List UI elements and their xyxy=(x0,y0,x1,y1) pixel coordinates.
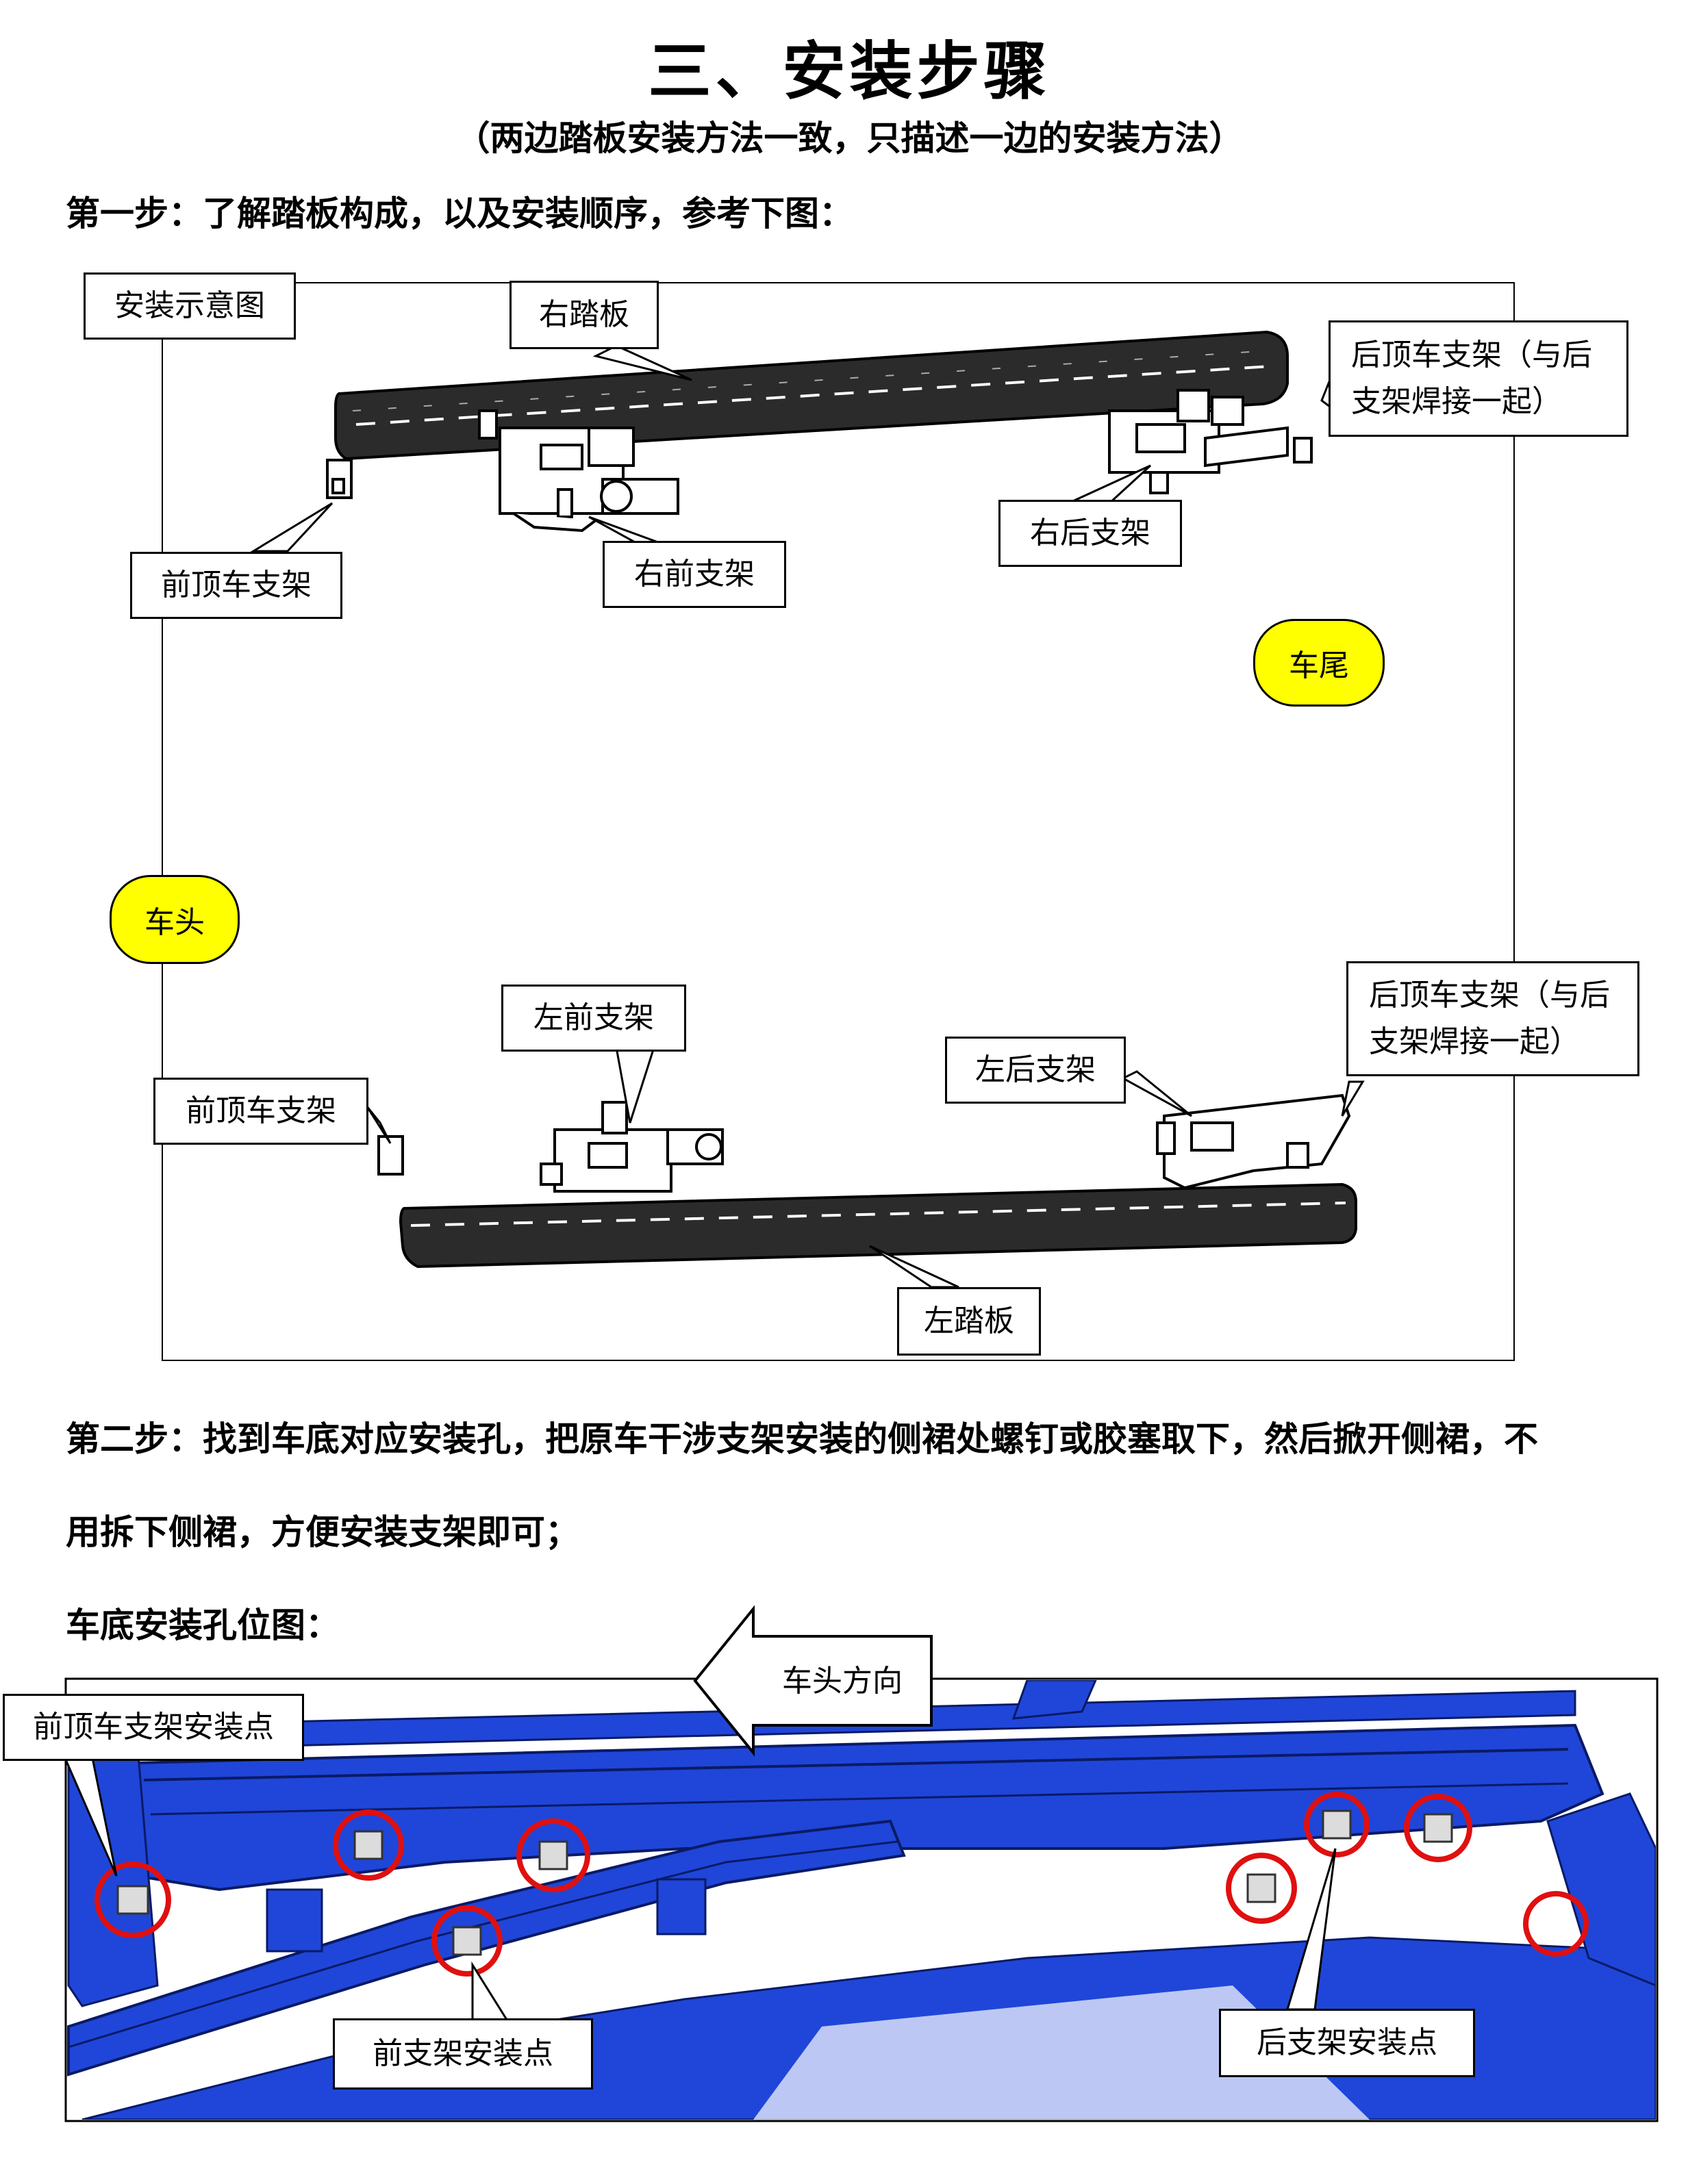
right-front-roof-bracket-shape xyxy=(326,459,353,499)
label-rear-roof-bracket-right: 后顶车支架（与后 支架焊接一起） xyxy=(1329,320,1628,437)
page-title: 三、安装步骤 xyxy=(648,35,1051,108)
label-left-board: 左踏板 xyxy=(897,1287,1041,1356)
direction-label: 车头方向 xyxy=(782,1663,903,1699)
step1-text: 第一步：了解踏板构成，以及安装顺序，参考下图： xyxy=(66,194,853,233)
label-left-rear-bracket: 左后支架 xyxy=(945,1037,1126,1104)
mount-markers xyxy=(95,1792,1589,1977)
label-front-roof-bracket-left: 前顶车支架 xyxy=(153,1078,368,1145)
label-line: 支架焊接一起） xyxy=(1351,384,1562,419)
label-right-board: 右踏板 xyxy=(509,281,659,349)
page-subtitle: （两边踏板安装方法一致，只描述一边的安装方法） xyxy=(455,118,1244,158)
label-line: 后顶车支架（与后 xyxy=(1369,977,1610,1013)
label-front: 车头 xyxy=(110,875,240,964)
direction-arrow-icon xyxy=(693,1605,933,1757)
right-front-bracket-shape xyxy=(478,409,679,533)
label-front-roof-bracket-right: 前顶车支架 xyxy=(130,552,342,619)
diagram-frame xyxy=(162,282,1515,1361)
label-front-point: 前支架安装点 xyxy=(333,2018,593,2090)
left-board-shape xyxy=(399,1182,1357,1269)
label-right-front-bracket: 右前支架 xyxy=(603,541,786,608)
step2-line2: 用拆下侧裙，方便安装支架即可； xyxy=(66,1512,579,1552)
step2-line1: 第二步：找到车底对应安装孔，把原车干涉支架安装的侧裙处螺钉或胶塞取下，然后掀开侧… xyxy=(66,1419,1538,1459)
label-right-rear-bracket: 右后支架 xyxy=(998,500,1182,567)
underbody-heading: 车底安装孔位图： xyxy=(66,1605,340,1645)
label-rear: 车尾 xyxy=(1253,619,1385,707)
label-left-front-bracket: 左前支架 xyxy=(501,985,686,1052)
left-rear-bracket-shape xyxy=(1156,1093,1351,1190)
label-front-roof-point: 前顶车支架安装点 xyxy=(3,1694,304,1761)
label-line: 支架焊接一起） xyxy=(1369,1024,1580,1059)
diagram-caption: 安装示意图 xyxy=(84,272,296,340)
label-rear-roof-bracket-left: 后顶车支架（与后 支架焊接一起） xyxy=(1346,961,1639,1076)
right-rear-bracket-shape xyxy=(1108,389,1313,494)
label-line: 后顶车支架（与后 xyxy=(1351,337,1592,372)
left-front-bracket-shape xyxy=(540,1101,724,1193)
label-rear-point: 后支架安装点 xyxy=(1219,2009,1475,2077)
